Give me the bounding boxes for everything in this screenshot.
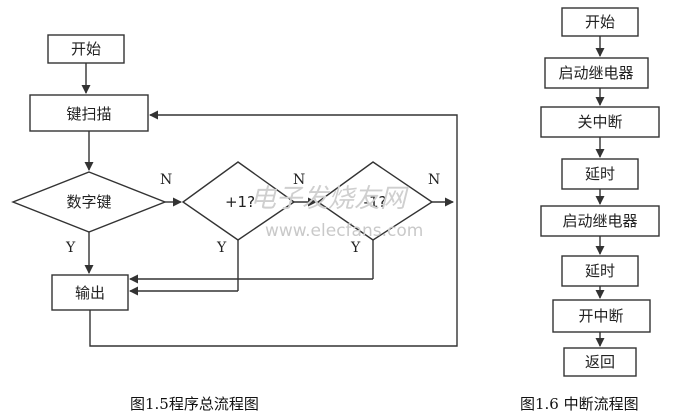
d3-no-label: N (428, 172, 440, 188)
left-start-label: 开始 (71, 40, 101, 58)
right-start-label: 开始 (585, 13, 615, 31)
d1-no-label: N (160, 172, 172, 188)
right-start-box (561, 7, 639, 37)
enable-interrupt-box (552, 299, 651, 333)
output-label: 输出 (75, 284, 105, 302)
left-start-box (47, 34, 125, 64)
d1-yes-label: Y (65, 240, 76, 256)
delay-label-1: 延时 (585, 165, 615, 183)
plus-one-label: +1? (225, 193, 255, 211)
return-label: 返回 (585, 353, 615, 371)
right-caption: 图1.6 中断流程图 (520, 395, 639, 413)
minus-one-label: -1? (364, 193, 387, 211)
watermark-logo-text: 电子发烧友网 (250, 184, 409, 214)
digit-key-label: 数字键 (66, 193, 111, 211)
key-scan-label: 键扫描 (66, 105, 111, 123)
right-flowchart: 开始 启动继电器 关中断 延时 启动继电器 延时 开中断 返回 图1.6 中断流… (520, 7, 660, 413)
loop-back-line (89, 110, 458, 347)
delay-box-1 (561, 158, 639, 190)
start-relay-box-2 (540, 205, 660, 237)
d2-yes-label: Y (216, 240, 227, 256)
watermark-url: www.elecfans.com (265, 221, 423, 241)
start-relay-label-2: 启动继电器 (562, 212, 637, 230)
left-flowchart: 开始 键扫描 数字键 N +1? N -1? N 输出 Y (11, 34, 458, 413)
d3-yes-label: Y (350, 240, 361, 256)
left-caption: 图1.5程序总流程图 (130, 395, 259, 413)
watermark: 电子发烧友网 www.elecfans.com (250, 184, 423, 241)
return-box (563, 347, 637, 377)
enable-interrupt-label: 开中断 (578, 307, 623, 325)
delay-label-2: 延时 (585, 262, 615, 280)
start-relay-box-1 (544, 57, 649, 89)
start-relay-label-1: 启动继电器 (558, 64, 633, 82)
d2-no-label: N (293, 172, 305, 188)
disable-interrupt-label: 关中断 (577, 113, 622, 131)
